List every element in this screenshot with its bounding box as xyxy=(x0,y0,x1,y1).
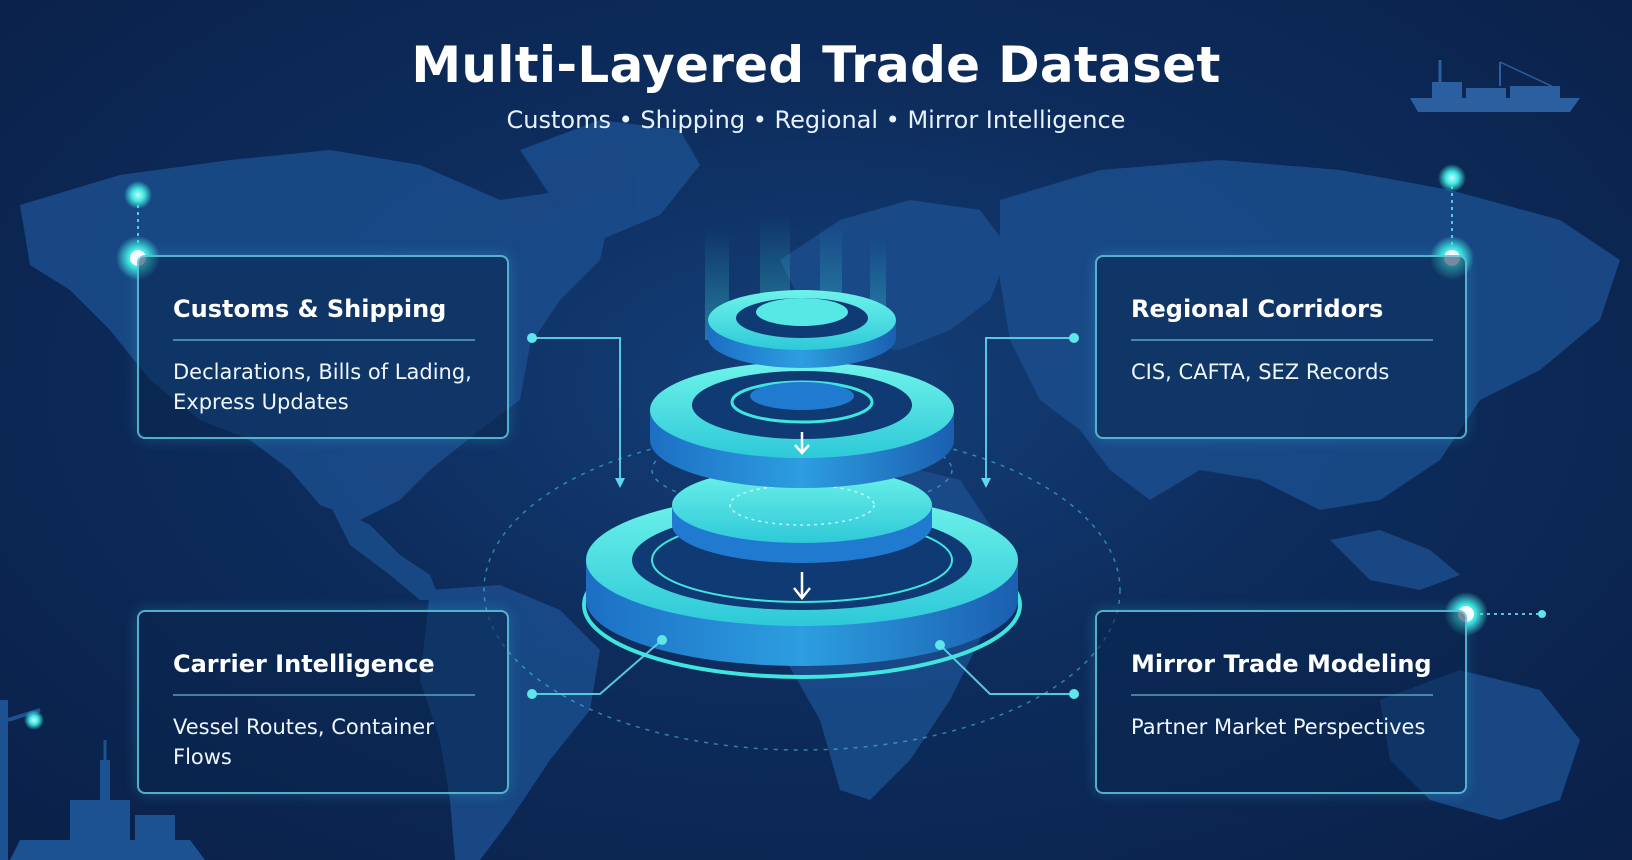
map-africa xyxy=(710,450,1000,800)
card-description-line: Flows xyxy=(173,745,232,769)
card-description-line: Partner Market Perspectives xyxy=(1131,715,1426,739)
card-title: Regional Corridors xyxy=(1131,295,1384,323)
card-title: Carrier Intelligence xyxy=(173,650,435,678)
card-divider xyxy=(1131,694,1433,696)
card-divider xyxy=(173,694,475,696)
card-divider xyxy=(1131,339,1433,341)
cargo-ship-icon xyxy=(1410,60,1580,112)
card-description-line: Declarations, Bills of Lading, xyxy=(173,360,472,384)
card-title: Customs & Shipping xyxy=(173,295,447,323)
card-description: Declarations, Bills of Lading, Express U… xyxy=(173,357,483,417)
card-description: Partner Market Perspectives xyxy=(1131,712,1441,742)
card-carrier-intelligence: Carrier Intelligence Vessel Routes, Cont… xyxy=(137,610,509,794)
card-description-line: Vessel Routes, Container xyxy=(173,715,434,739)
card-description-line: Express Updates xyxy=(173,390,349,414)
card-mirror-trade-modeling: Mirror Trade Modeling Partner Market Per… xyxy=(1095,610,1467,794)
card-description: CIS, CAFTA, SEZ Records xyxy=(1131,357,1441,387)
card-description-line: CIS, CAFTA, SEZ Records xyxy=(1131,360,1390,384)
page-subtitle: Customs • Shipping • Regional • Mirror I… xyxy=(506,106,1126,134)
map-greenland xyxy=(520,120,700,240)
card-title: Mirror Trade Modeling xyxy=(1131,650,1432,678)
card-description: Vessel Routes, Container Flows xyxy=(173,712,483,772)
card-divider xyxy=(173,339,475,341)
card-regional-corridors: Regional Corridors CIS, CAFTA, SEZ Recor… xyxy=(1095,255,1467,439)
map-central-america xyxy=(330,505,440,600)
card-customs-shipping: Customs & Shipping Declarations, Bills o… xyxy=(137,255,509,439)
container-crane-icon xyxy=(0,700,205,860)
map-se-asia xyxy=(1330,530,1460,590)
map-europe xyxy=(780,200,1010,350)
page-title: Multi-Layered Trade Dataset xyxy=(411,36,1221,94)
